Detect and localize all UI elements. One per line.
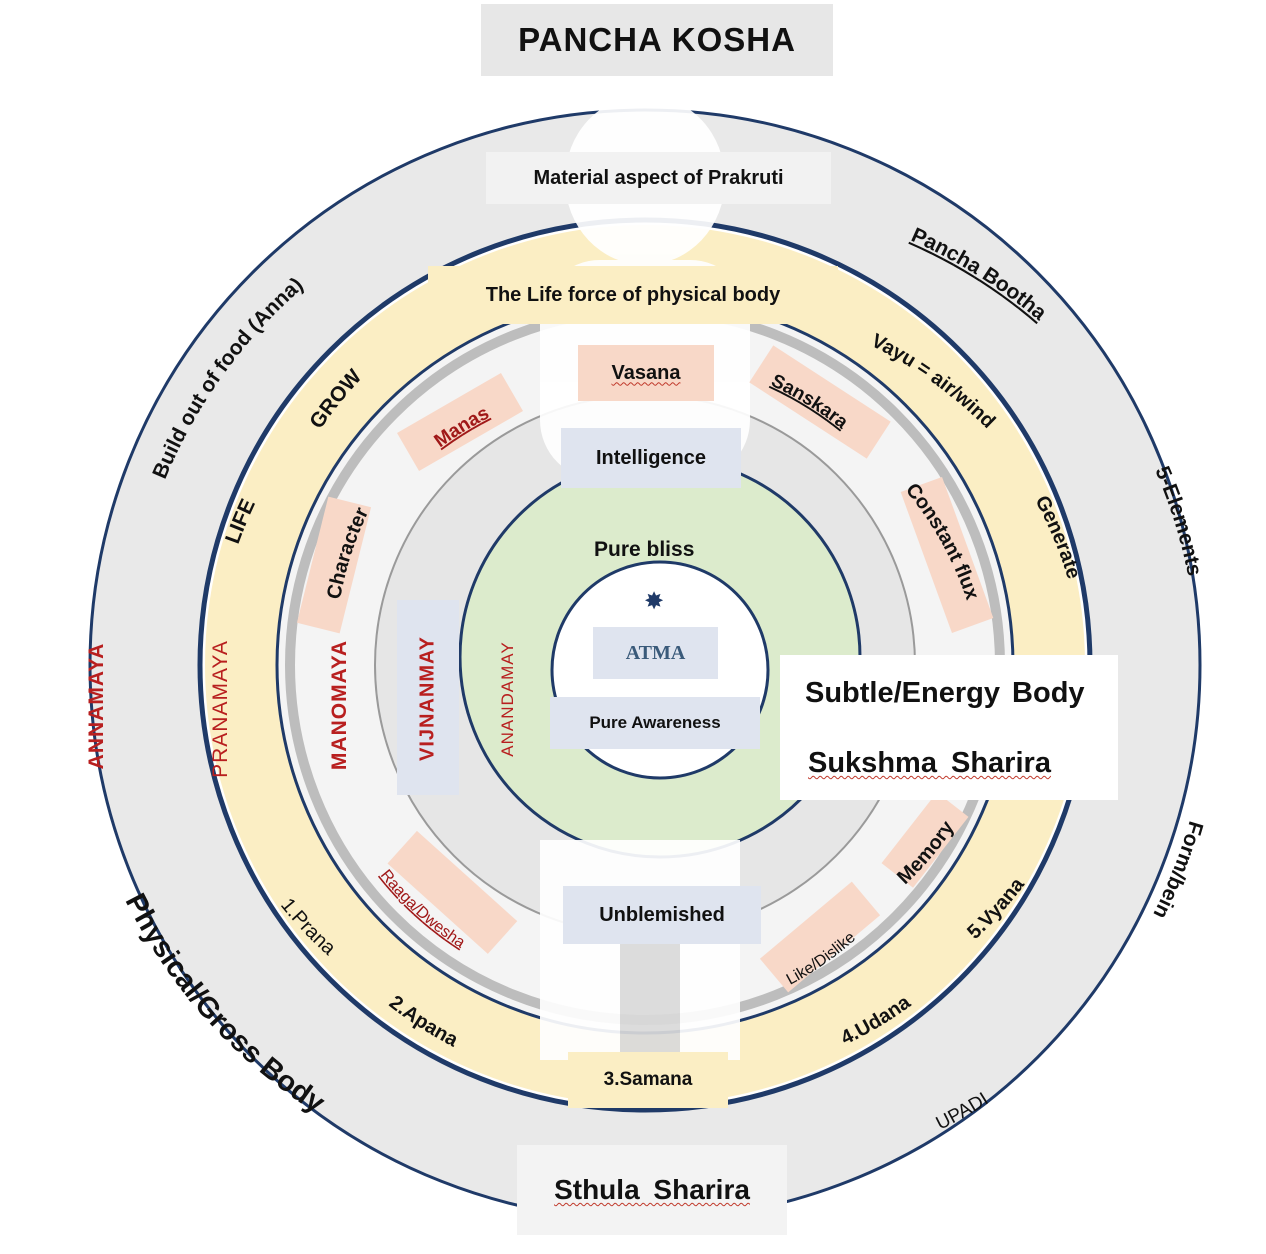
unblemished-box: Unblemished	[563, 886, 761, 944]
manomaya-label: MANOMAYA	[328, 639, 351, 771]
pure-bliss-label: Pure bliss	[594, 538, 695, 561]
page-title: PANCHA KOSHA	[518, 21, 796, 58]
annamaya-label: ANNAMAYA	[85, 642, 108, 770]
sukshma-sharira-label: Sukshma Sharira	[808, 747, 1051, 779]
title-box: PANCHA KOSHA	[481, 4, 833, 76]
sthula-sharira-box: Sthula Sharira	[517, 1145, 787, 1235]
intelligence-box: Intelligence	[561, 428, 741, 488]
vasana-box: Vasana	[578, 345, 714, 401]
pure-awareness-box: Pure Awareness	[550, 697, 760, 749]
atma-label: ATMA	[625, 641, 686, 664]
pure-awareness-label: Pure Awareness	[589, 713, 721, 732]
pranamaya-label: PRANAMAYA	[209, 640, 232, 778]
life-force-box: The Life force of physical body	[428, 266, 838, 324]
sthula-sharira-label: Sthula Sharira	[554, 1174, 750, 1205]
samana-label: 3.Samana	[603, 1069, 693, 1090]
atma-box: ATMA	[593, 627, 718, 679]
samana-box: 3.Samana	[568, 1052, 728, 1108]
mind-ring-boxes	[296, 345, 994, 993]
vasana-label: Vasana	[611, 361, 681, 384]
material-aspect-label: Material aspect of Prakruti	[533, 166, 784, 189]
unblemished-label: Unblemished	[599, 903, 725, 926]
star-icon: ✸	[644, 588, 664, 615]
subtle-body-label: Subtle/Energy Body	[805, 677, 1085, 709]
intelligence-label: Intelligence	[595, 446, 707, 469]
anandamay-label: ANANDAMAY	[498, 641, 517, 757]
subtle-body-box: Subtle/Energy Body Sukshma Sharira	[780, 655, 1118, 800]
life-force-label: The Life force of physical body	[485, 283, 781, 306]
material-aspect-box: Material aspect of Prakruti	[486, 152, 831, 204]
vijnanmay-label: VIJNANMAY	[416, 636, 439, 761]
vijnanmay-box	[397, 600, 459, 795]
